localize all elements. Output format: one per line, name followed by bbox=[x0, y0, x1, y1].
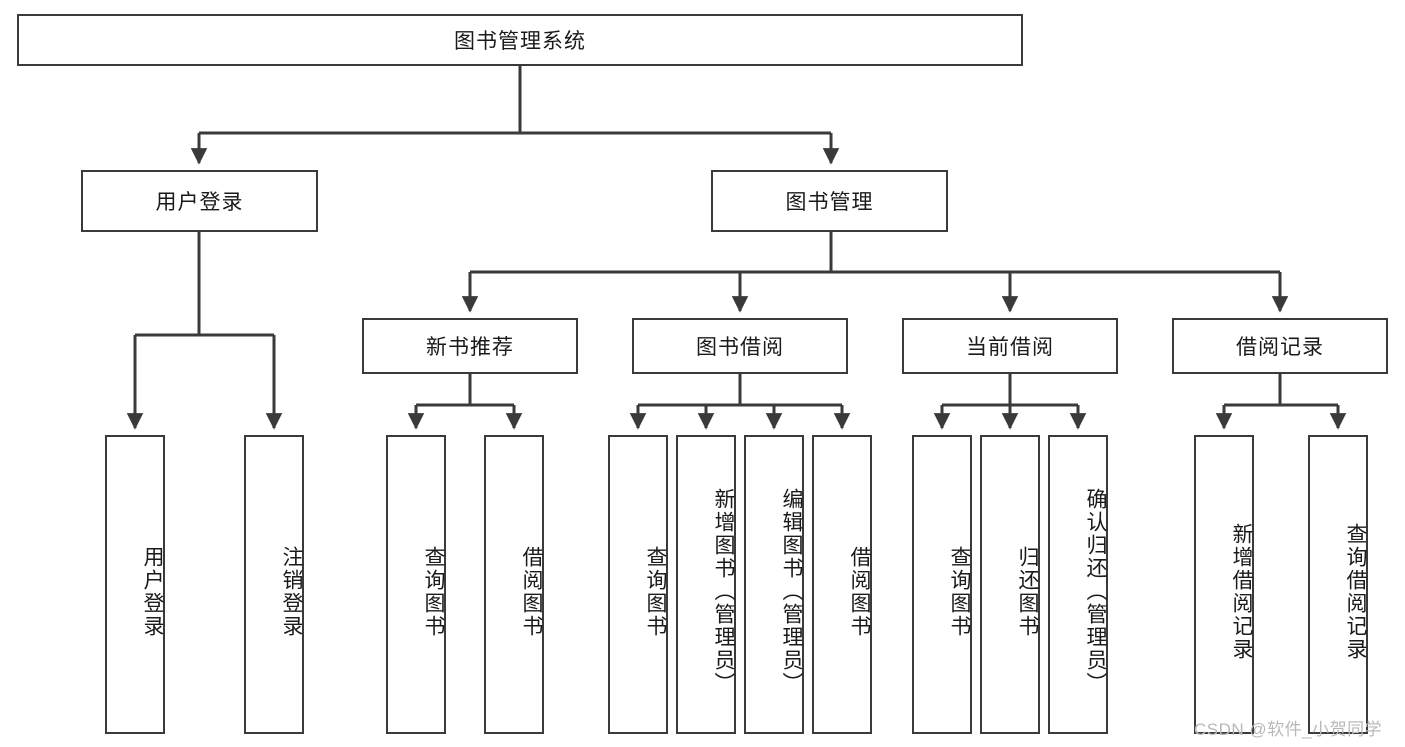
node-label: 注销登录 bbox=[280, 545, 303, 638]
leaf-query-book-borrow[interactable]: 查询图书 bbox=[608, 435, 668, 734]
node-current-borrow[interactable]: 当前借阅 bbox=[902, 318, 1118, 374]
leaf-logout-login[interactable]: 注销登录 bbox=[244, 435, 304, 734]
node-book-management[interactable]: 图书管理 bbox=[711, 170, 948, 232]
leaf-add-borrow-record[interactable]: 新增借阅记录 bbox=[1194, 435, 1254, 734]
node-label: 查询图书 bbox=[948, 545, 971, 638]
leaf-query-book-recommend[interactable]: 查询图书 bbox=[386, 435, 446, 734]
leaf-return-book[interactable]: 归还图书 bbox=[980, 435, 1040, 734]
node-label: 图书借阅 bbox=[696, 336, 784, 359]
leaf-add-book-admin[interactable]: 新增图书（管理员） bbox=[676, 435, 736, 734]
node-user-login[interactable]: 用户登录 bbox=[81, 170, 318, 232]
node-label: 用户登录 bbox=[155, 191, 244, 214]
node-label: 借阅记录 bbox=[1236, 336, 1324, 359]
leaf-borrow-book[interactable]: 借阅图书 bbox=[812, 435, 872, 734]
node-book-borrow[interactable]: 图书借阅 bbox=[632, 318, 848, 374]
node-borrow-record[interactable]: 借阅记录 bbox=[1172, 318, 1388, 374]
node-label: 编辑图书（管理员） bbox=[780, 488, 803, 695]
node-label: 新增图书（管理员） bbox=[712, 488, 735, 695]
node-label: 查询图书 bbox=[422, 545, 445, 638]
node-label: 确认归还（管理员） bbox=[1084, 488, 1107, 695]
csdn-watermark: CSDN @软件_小贺同学 bbox=[1194, 720, 1383, 739]
leaf-query-book-current[interactable]: 查询图书 bbox=[912, 435, 972, 734]
node-label: 查询图书 bbox=[644, 545, 667, 638]
leaf-borrow-book-recommend[interactable]: 借阅图书 bbox=[484, 435, 544, 734]
leaf-query-borrow-record[interactable]: 查询借阅记录 bbox=[1308, 435, 1368, 734]
node-label: 图书管理系统 bbox=[454, 30, 586, 53]
node-label: 借阅图书 bbox=[848, 545, 871, 638]
node-label: 用户登录 bbox=[141, 545, 164, 638]
node-label: 新增借阅记录 bbox=[1230, 522, 1253, 661]
leaf-confirm-return-admin[interactable]: 确认归还（管理员） bbox=[1048, 435, 1108, 734]
node-label: 查询借阅记录 bbox=[1344, 522, 1367, 661]
node-label: 新书推荐 bbox=[426, 336, 514, 359]
node-label: 借阅图书 bbox=[520, 545, 543, 638]
node-label: 归还图书 bbox=[1016, 545, 1039, 638]
leaf-user-login[interactable]: 用户登录 bbox=[105, 435, 165, 734]
node-new-book-recommend[interactable]: 新书推荐 bbox=[362, 318, 578, 374]
node-label: 图书管理 bbox=[785, 191, 874, 214]
node-root-book-management-system[interactable]: 图书管理系统 bbox=[17, 14, 1023, 66]
node-label: 当前借阅 bbox=[966, 336, 1054, 359]
leaf-edit-book-admin[interactable]: 编辑图书（管理员） bbox=[744, 435, 804, 734]
